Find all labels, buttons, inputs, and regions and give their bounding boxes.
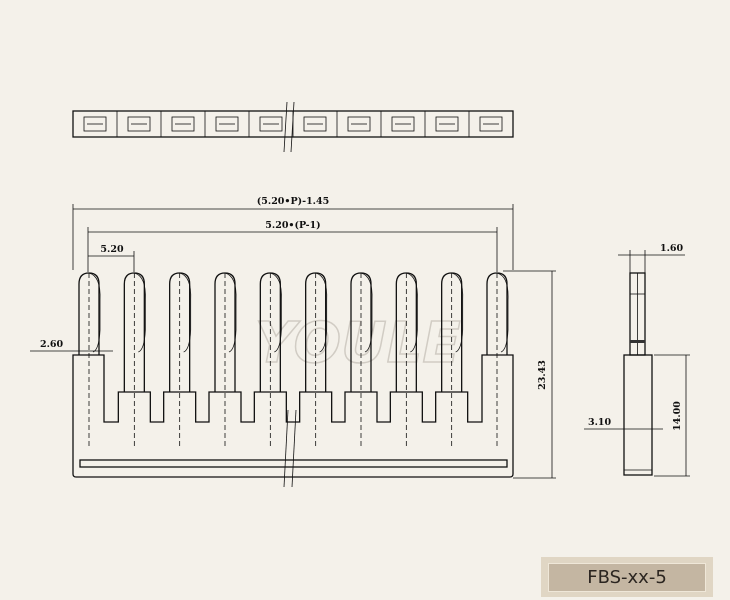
dim-height: 23.43 — [537, 360, 548, 390]
top-view-cavity — [171, 116, 195, 132]
top-view — [72, 110, 514, 138]
contact-spring — [406, 272, 418, 353]
top-view-cavity — [479, 116, 503, 132]
contact-spring — [360, 272, 373, 353]
dim-pin-width: 2.60 — [40, 339, 64, 350]
dim-pitch-span: 5.20•(P-1) — [265, 220, 320, 231]
contact-spring — [224, 272, 237, 353]
connector-body — [72, 354, 514, 478]
contact-spring — [134, 272, 146, 353]
front-view: YOULE — [72, 272, 514, 478]
top-view-cavity — [215, 116, 239, 132]
front-dimensions: (5.20•P)-1.45 5.20•(P-1) 5.20 2.60 23.43 — [30, 196, 556, 479]
top-view-cavity — [259, 116, 283, 132]
watermark: YOULE — [255, 311, 461, 376]
contact-spring — [88, 272, 101, 353]
contact-spring — [270, 272, 282, 353]
top-view-cavity — [303, 116, 327, 132]
dim-overall-length: (5.20•P)-1.45 — [257, 196, 329, 207]
dim-side-body-width: 3.10 — [588, 417, 612, 428]
contact-spring — [451, 272, 464, 353]
contact-spring — [496, 272, 509, 353]
top-view-cavity — [391, 116, 415, 132]
contact-spring — [315, 272, 328, 353]
dim-side-body-height: 14.00 — [672, 401, 683, 431]
contact-spring — [179, 272, 192, 353]
side-view: 1.60 14.00 3.10 — [584, 243, 690, 477]
top-view-cavity — [83, 116, 107, 132]
top-view-cavity — [347, 116, 371, 132]
dim-side-pin-thickness: 1.60 — [660, 243, 684, 254]
dim-pitch: 5.20 — [100, 244, 124, 255]
top-view-cavity — [127, 116, 151, 132]
top-view-cavity — [435, 116, 459, 132]
break-marks — [283, 101, 297, 488]
part-number-label: FBS-xx-5 — [548, 563, 706, 592]
